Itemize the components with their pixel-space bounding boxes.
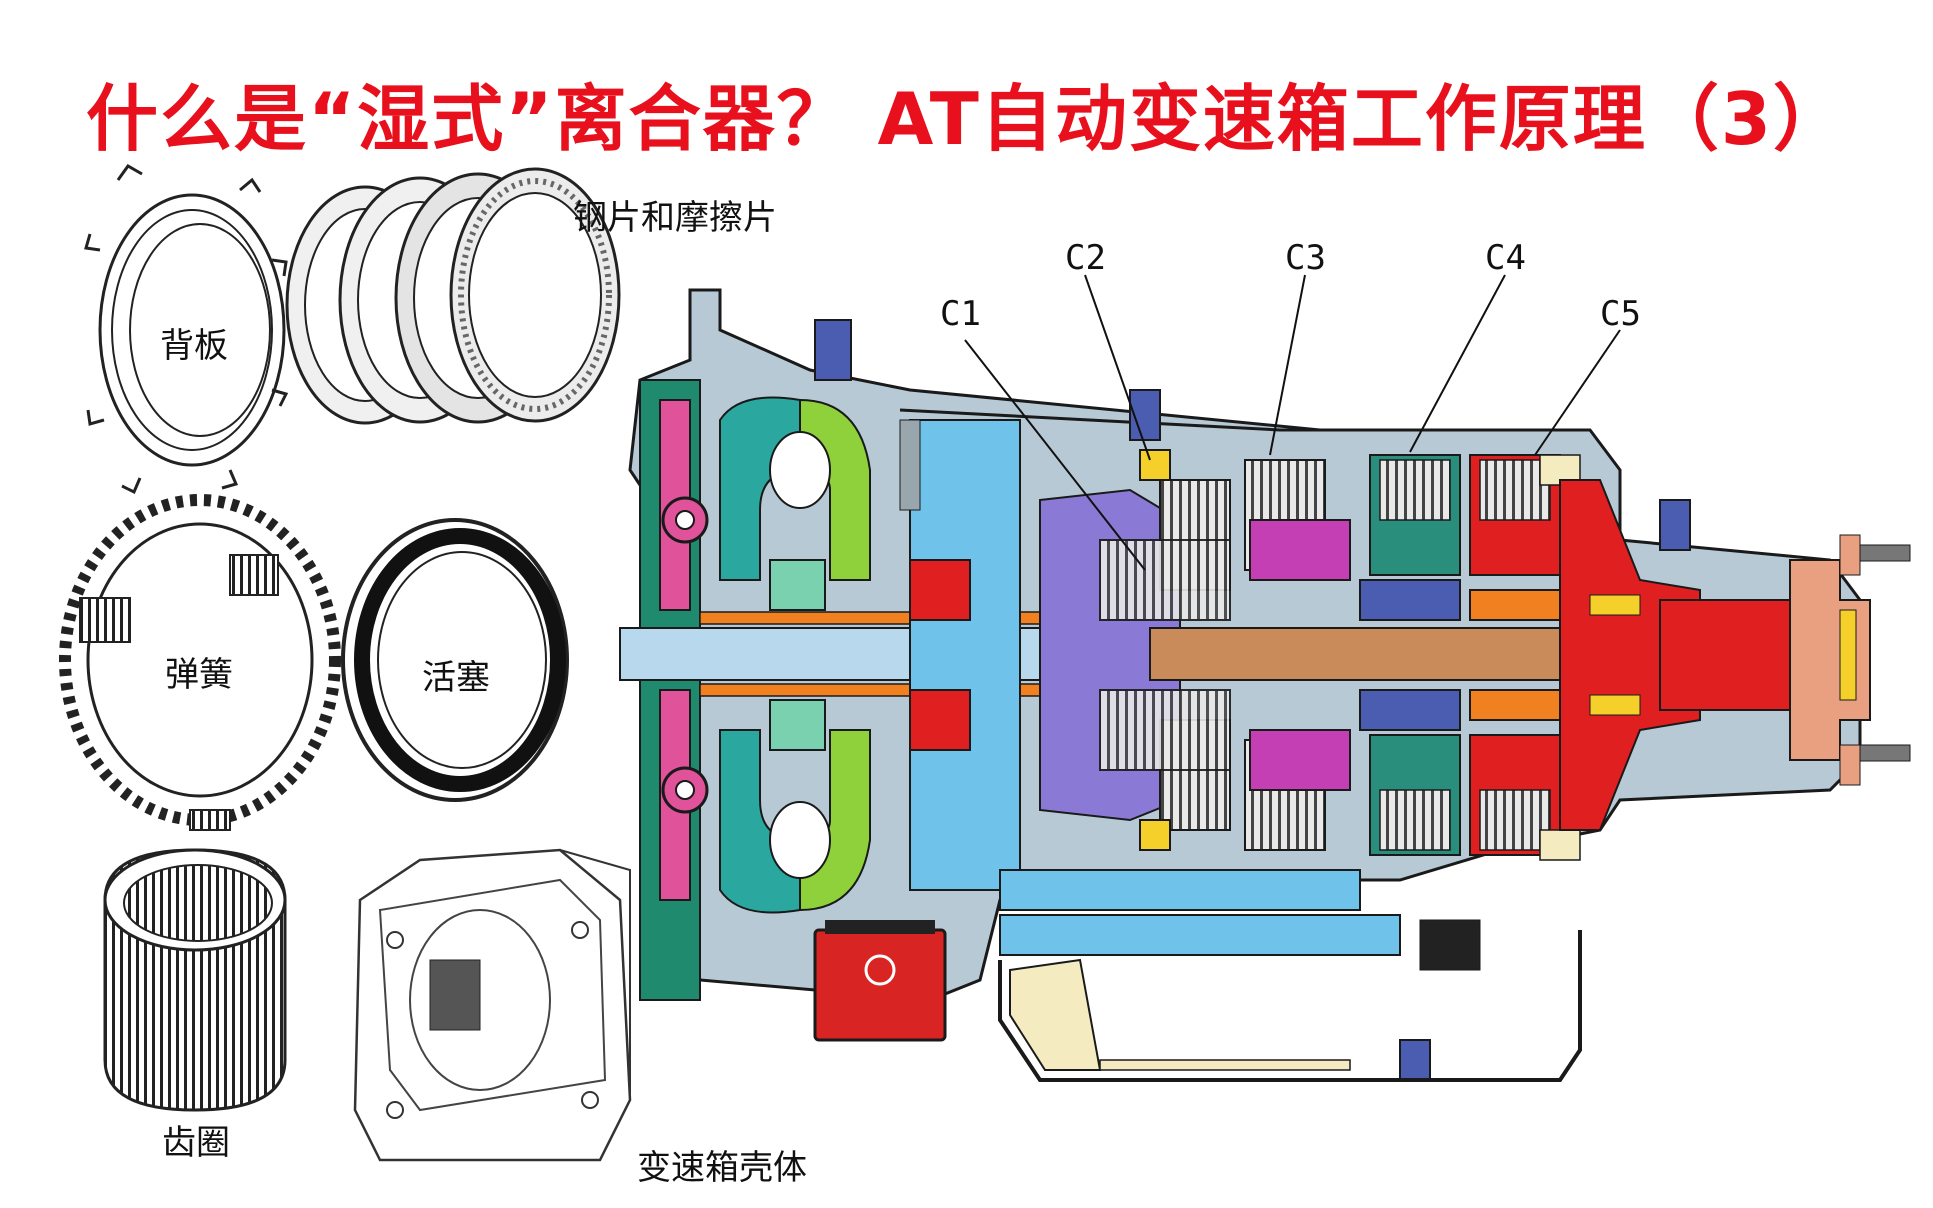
label-housing: 变速箱壳体: [637, 1148, 807, 1188]
label-piston: 活塞: [422, 658, 490, 698]
piston-ring-drawing: [341, 518, 569, 802]
spring-ring-drawing: [59, 494, 341, 831]
clutch-plates-drawing: [285, 167, 621, 425]
label-back-plate: 背板: [160, 326, 228, 366]
label-ring-gear: 齿圈: [162, 1123, 230, 1163]
page-title: 什么是“湿式”离合器？ AT自动变速箱工作原理（3）: [0, 60, 1933, 165]
transmission-cutaway-diagram: [619, 274, 1911, 1082]
ring-gear-drawing: [103, 848, 287, 1112]
transmission-housing-drawing: [353, 848, 632, 1162]
label-c2: C2: [1065, 238, 1106, 278]
label-c4: C4: [1485, 238, 1526, 278]
title-text: 什么是“湿式”离合器？ AT自动变速箱工作原理（3）: [85, 77, 1848, 161]
label-c1: C1: [940, 294, 981, 334]
back-plate-drawing: [84, 164, 289, 495]
label-c5: C5: [1600, 294, 1641, 334]
label-spring: 弹簧: [165, 655, 233, 695]
label-plates: 钢片和摩擦片: [573, 198, 777, 238]
label-c3: C3: [1285, 238, 1326, 278]
